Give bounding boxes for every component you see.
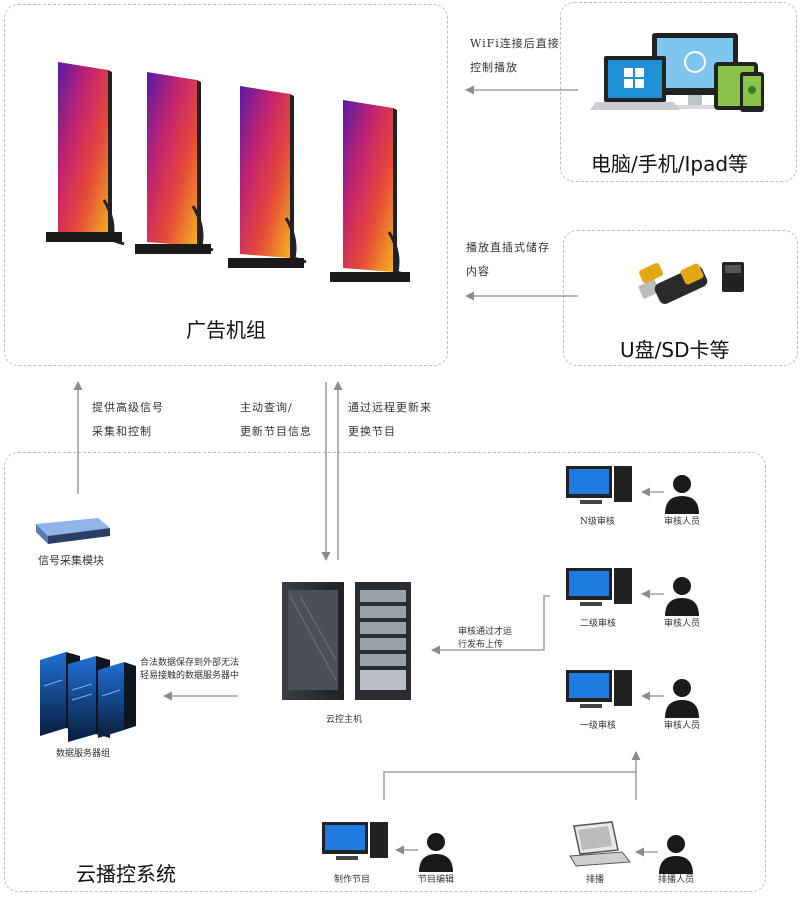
review-1-computer-icon [566, 670, 632, 708]
ad-machine-3 [228, 86, 307, 268]
storage-note-line1: 播放直插式储存 [466, 241, 550, 254]
review-n-label: N级审核 [580, 517, 615, 527]
signal-module-icon [36, 518, 110, 544]
cloud-host-icon [282, 582, 411, 700]
cloud-host-label: 云控主机 [326, 715, 363, 725]
storage-box [563, 230, 798, 366]
query-note-line2: 更新节目信息 [240, 425, 312, 438]
devices-icon [590, 33, 764, 112]
reviewer-2-label: 审核人员 [664, 619, 701, 629]
make-program-computer-icon [322, 822, 388, 860]
scheduling-laptop-icon [569, 821, 631, 867]
arrow-program-to-review [383, 771, 637, 800]
reviewer-1-label: 审核人员 [664, 721, 701, 731]
ad-machine-2 [135, 72, 214, 254]
query-note-line1: 主动查询/ [240, 401, 293, 414]
remote-note-line1: 通过远程更新来 [348, 401, 432, 414]
devices-note-line2: 控制播放 [470, 61, 518, 74]
arrow-review-to-host [431, 595, 550, 655]
ad-group-title: 广告机组 [186, 318, 266, 342]
signal-module-label: 信号采集模块 [38, 554, 104, 567]
make-program-label: 制作节目 [334, 875, 371, 885]
db-server-group-icon [40, 652, 136, 742]
reviewer-n-label: 审核人员 [664, 517, 701, 527]
storage-title: U盘/SD卡等 [620, 338, 730, 362]
storage-note-line2: 内容 [466, 265, 490, 278]
review-2-computer-icon [566, 568, 632, 606]
review-note-line1: 审核通过才运 [458, 627, 513, 637]
review-2-label: 二级审核 [580, 619, 617, 629]
cloud-system-box [4, 452, 766, 892]
review-n-computer-icon [566, 466, 632, 504]
query-link-note: 主动查询/ 更新节目信息 [240, 396, 312, 444]
db-group-label: 数据服务器组 [56, 749, 111, 759]
ad-machine-1 [46, 62, 125, 246]
devices-note-line1: WiFi连接后直接 [470, 37, 560, 50]
ad-group-box [4, 4, 448, 366]
storage-note: 播放直插式储存 内容 [466, 236, 550, 284]
program-editor-label: 节目编辑 [418, 875, 455, 885]
person-icon-scheduler [659, 835, 693, 874]
remote-note-line2: 更换节目 [348, 425, 396, 438]
storage-icon [637, 262, 744, 304]
review-note-line2: 行发布上传 [458, 640, 504, 650]
db-note: 合法数据保存到外部无法 轻易接触的数据服务器中 [140, 657, 239, 683]
review-note: 审核通过才运 行发布上传 [458, 626, 512, 652]
devices-title: 电脑/手机/Ipad等 [591, 152, 749, 176]
scheduler-label: 排播人员 [658, 875, 695, 885]
person-icon-review-2 [665, 577, 699, 616]
signal-note-line2: 采集和控制 [92, 425, 152, 438]
ad-machine-4 [330, 100, 410, 282]
person-icon-review-1 [665, 679, 699, 718]
scheduling-label: 排播 [586, 875, 605, 885]
person-icon-review-n [665, 475, 699, 514]
db-note-line2: 轻易接触的数据服务器中 [140, 671, 240, 681]
remote-link-note: 通过远程更新来 更换节目 [348, 396, 432, 444]
cloud-system-title: 云播控系统 [76, 862, 176, 886]
devices-note: WiFi连接后直接 控制播放 [470, 32, 560, 80]
signal-note-line1: 提供高级信号 [92, 401, 164, 414]
devices-box [560, 2, 797, 182]
db-note-line1: 合法数据保存到外部无法 [140, 658, 240, 668]
person-icon-editor [419, 833, 453, 872]
signal-link-note: 提供高级信号 采集和控制 [92, 396, 164, 444]
review-1-label: 一级审核 [580, 721, 617, 731]
